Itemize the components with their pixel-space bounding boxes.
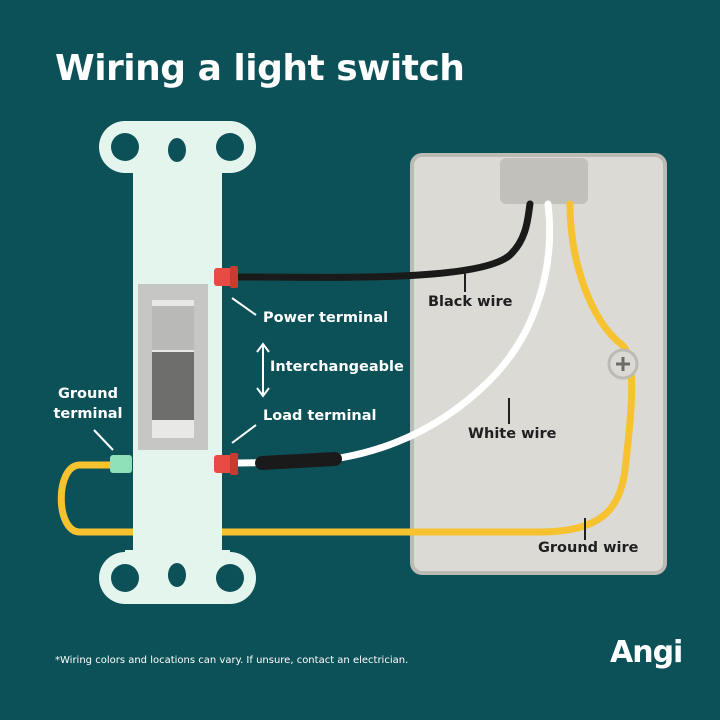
mount-hole-top-left bbox=[111, 133, 139, 161]
load-terminal-pointer bbox=[231, 424, 257, 444]
ground-terminal-screw bbox=[110, 455, 132, 473]
page-title: Wiring a light switch bbox=[55, 48, 465, 89]
mount-hole-bottom-right bbox=[216, 564, 244, 592]
toggle-lever bbox=[152, 352, 194, 420]
power-terminal-label: Power terminal bbox=[263, 310, 389, 326]
interchangeable-label: Interchangeable bbox=[270, 359, 404, 375]
black-wire-label: Black wire bbox=[428, 294, 513, 310]
ground-terminal-label-line2: terminal bbox=[53, 406, 123, 422]
box-connector bbox=[500, 158, 588, 204]
ground-wire-label: Ground wire bbox=[538, 540, 639, 556]
brand-logo: Angi bbox=[610, 635, 683, 670]
load-terminal-label: Load terminal bbox=[263, 408, 377, 424]
white-wire bbox=[234, 200, 554, 467]
ground-screw-icon bbox=[616, 357, 630, 371]
mount-hole-bottom-left bbox=[111, 564, 139, 592]
white-wire-label: White wire bbox=[468, 426, 557, 442]
junction-box bbox=[410, 153, 667, 575]
tape-marker bbox=[255, 452, 342, 470]
power-terminal-pointer bbox=[231, 297, 257, 316]
mount-hole-top-right bbox=[216, 133, 244, 161]
ground-terminal-pointer bbox=[93, 429, 114, 451]
black-wire bbox=[234, 200, 534, 281]
ground-terminal-label: Ground terminal bbox=[52, 384, 124, 424]
ground-terminal-label-line1: Ground bbox=[57, 386, 119, 402]
footnote: *Wiring colors and locations can vary. I… bbox=[55, 655, 409, 666]
ground-wire bbox=[57, 200, 636, 536]
interchangeable-arrow-icon bbox=[256, 342, 270, 398]
